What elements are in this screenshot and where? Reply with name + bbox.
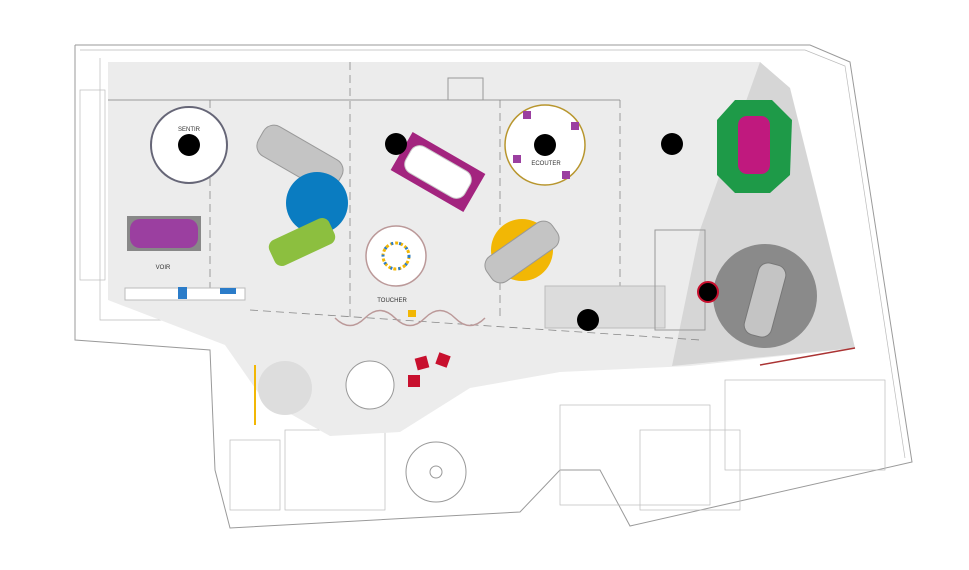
zone-label-sentir: SENTIR: [178, 127, 201, 133]
blue-platform: [286, 172, 348, 234]
ramp: [544, 285, 666, 329]
wavy-display: [334, 309, 486, 327]
zone-sentir[interactable]: SENTIR: [150, 106, 228, 184]
zone-ecouter[interactable]: ECOUTER: [504, 104, 586, 186]
car-gray-2: [484, 220, 560, 284]
black-column: [577, 309, 599, 331]
red-seat: [408, 375, 420, 387]
black-column: [661, 133, 683, 155]
zone-label-toucher: TOUCHER: [377, 298, 407, 304]
black-column: [178, 134, 200, 156]
zone-voir[interactable]: VOIR: [127, 216, 201, 271]
building-outline: [74, 44, 913, 529]
lounge-circle: [258, 361, 312, 415]
staircase: [447, 77, 484, 101]
staircase: [654, 229, 706, 331]
car-green: [268, 217, 336, 267]
zone-label-ecouter: ECOUTER: [531, 161, 561, 167]
spiral-staircase: [405, 441, 467, 503]
black-column-red: [697, 281, 719, 303]
car-purple: [130, 219, 198, 248]
red-seat: [435, 352, 451, 368]
car-pink: [738, 116, 770, 174]
red-seat: [414, 355, 430, 371]
black-column: [534, 134, 556, 156]
magenta-platform: [390, 131, 486, 213]
car-gray-3: [743, 262, 787, 338]
black-column: [385, 133, 407, 155]
zone-label-voir: VOIR: [156, 265, 171, 271]
reception-circle: [345, 360, 395, 410]
zone-toucher[interactable]: TOUCHER: [365, 225, 427, 304]
